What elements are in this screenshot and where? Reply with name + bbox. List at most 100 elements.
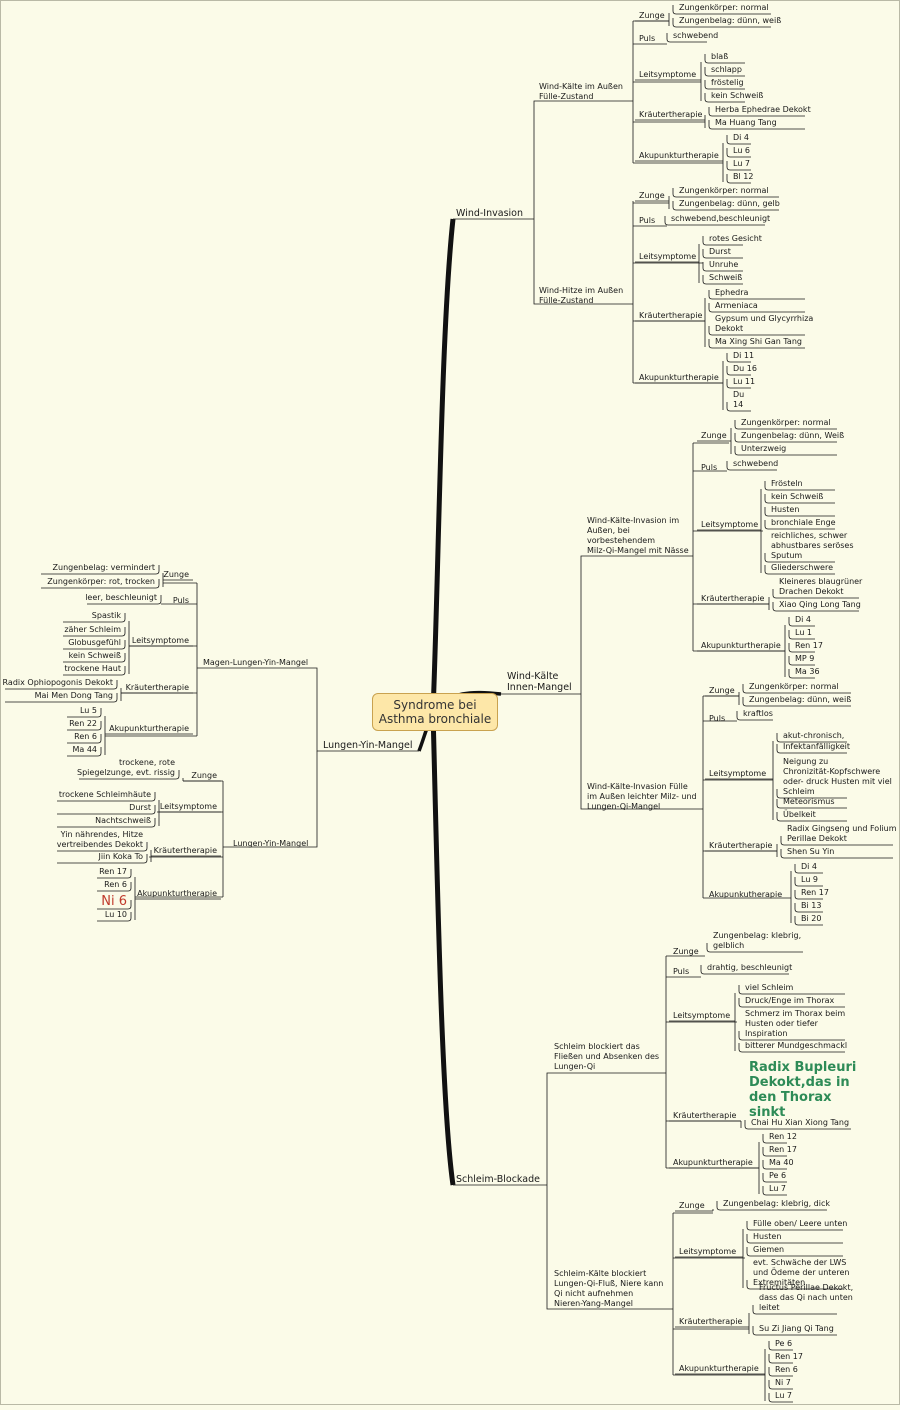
topic-schleim-kaelte-line-3[interactable]: Qi nicht aufnehmen: [554, 1289, 633, 1298]
leaf-item[interactable]: Ren 17: [99, 867, 127, 876]
leaf-item[interactable]: Zungenbelag: dünn, gelb: [679, 199, 780, 208]
leaf-item[interactable]: Ma Huang Tang: [715, 118, 777, 127]
leaf-item-line-1[interactable]: Fructus Perillae Dekokt,: [759, 1283, 853, 1292]
category-akup[interactable]: Akupunkturtherapie: [137, 889, 217, 898]
leaf-item-line-1[interactable]: Neigung zu: [783, 757, 828, 766]
leaf-item[interactable]: Ren 17: [769, 1145, 797, 1154]
leaf-item[interactable]: Ma 44: [72, 745, 97, 754]
category-leit[interactable]: Leitsymptome: [709, 769, 766, 778]
leaf-item-line-4[interactable]: Schleim: [783, 787, 815, 796]
branch-wind-invasion[interactable]: Wind-Invasion: [456, 208, 523, 219]
topic-wind-kaelte-fuelle-line-3[interactable]: Lungen-Qi-Mangel: [587, 802, 660, 811]
leaf-item[interactable]: trockene Schleimhäute: [59, 790, 151, 799]
category-zunge[interactable]: Zunge: [701, 431, 727, 440]
leaf-item[interactable]: zäher Schleim: [64, 625, 121, 634]
leaf-item[interactable]: drahtig, beschleunigt: [707, 963, 792, 972]
category-puls[interactable]: Puls: [173, 596, 189, 605]
leaf-item[interactable]: schwebend: [733, 459, 778, 468]
leaf-item[interactable]: Ren 6: [74, 732, 97, 741]
category-akup[interactable]: Akupunkturtherapie: [109, 724, 189, 733]
leaf-item[interactable]: Du 16: [733, 364, 757, 373]
leaf-item[interactable]: Husten: [753, 1232, 781, 1241]
leaf-item[interactable]: rotes Gesicht: [709, 234, 762, 243]
leaf-item-line-1[interactable]: Du: [733, 390, 744, 399]
leaf-item[interactable]: Meteorismus: [783, 797, 835, 806]
leaf-item-line-2[interactable]: Perillae Dekokt: [787, 834, 847, 843]
leaf-item[interactable]: Armeniaca: [715, 301, 758, 310]
leaf-item-line-2[interactable]: und Ödeme der unteren: [753, 1267, 849, 1277]
topic-wind-hitze-aussen-line-1[interactable]: Wind-Hitze im Außen: [539, 286, 623, 295]
leaf-item-line-2[interactable]: Husten oder tiefer: [745, 1019, 819, 1028]
leaf-item-line-3[interactable]: Extremitäten: [753, 1278, 805, 1287]
leaf-item[interactable]: Bi 20: [801, 914, 821, 923]
category-leit[interactable]: Leitsymptome: [639, 252, 696, 261]
leaf-item[interactable]: schwebend: [673, 31, 718, 40]
leaf-item[interactable]: Lu 7: [775, 1391, 792, 1400]
leaf-item[interactable]: MP 9: [795, 654, 814, 663]
leaf-item[interactable]: blaß: [711, 52, 728, 61]
leaf-item[interactable]: fröstelig: [711, 78, 744, 87]
leaf-item[interactable]: Druck/Enge im Thorax: [745, 996, 835, 1005]
category-leit[interactable]: Leitsymptome: [679, 1247, 736, 1256]
leaf-item[interactable]: Lu 6: [733, 146, 750, 155]
leaf-item[interactable]: Ni 7: [775, 1378, 791, 1387]
leaf-item[interactable]: akut-chronisch,: [783, 731, 844, 740]
category-zunge[interactable]: Zunge: [709, 686, 735, 695]
leaf-item[interactable]: Mai Men Dong Tang: [35, 691, 113, 700]
leaf-item-line-1[interactable]: Radix Gingseng und Folium: [787, 824, 897, 833]
leaf-item[interactable]: Ren 17: [801, 888, 829, 897]
category-akupunktur[interactable]: Akupunkutherapie: [709, 890, 782, 899]
topic-magen-lungen-yin[interactable]: Magen-Lungen-Yin-Mangel: [203, 658, 308, 667]
leaf-item-line-2[interactable]: Chronizität-Kopfschwere: [783, 767, 880, 776]
category-zunge[interactable]: Zunge: [679, 1201, 705, 1210]
leaf-item[interactable]: Gliederschwere: [771, 563, 833, 572]
topic-wind-kaelte-fuelle-line-2[interactable]: im Außen leichter Milz- und: [587, 792, 697, 801]
topic-schleim-kaelte-line-1[interactable]: Schleim-Kälte blockiert: [554, 1269, 646, 1278]
category-leit[interactable]: Leitsymptome: [132, 636, 189, 645]
leaf-item[interactable]: Di 11: [733, 351, 754, 360]
category-akup[interactable]: Akupunkturtherapie: [701, 641, 781, 650]
leaf-item[interactable]: Chai Hu Xian Xiong Tang: [751, 1118, 849, 1127]
leaf-item[interactable]: Lu 7: [769, 1184, 786, 1193]
leaf-item-line-1[interactable]: evt. Schwäche der LWS: [753, 1258, 846, 1267]
leaf-item[interactable]: Durst: [709, 247, 731, 256]
category-puls[interactable]: Puls: [709, 714, 725, 723]
leaf-item-line-2[interactable]: 14: [733, 400, 743, 409]
leaf-item[interactable]: Zungenkörper: rot, trocken: [47, 577, 155, 586]
leaf-item-line-2[interactable]: gelblich: [713, 941, 744, 950]
leaf-item-line-2[interactable]: Drachen Dekokt: [779, 587, 843, 596]
highlight-radix-bupleuri-line-1[interactable]: Radix Bupleuri: [749, 1060, 856, 1075]
leaf-item[interactable]: Zungenbelag: vermindert: [53, 563, 155, 572]
topic-wind-kaelte-aussen-line-1[interactable]: Wind-Kälte im Außen: [539, 82, 623, 91]
category-puls[interactable]: Puls: [639, 216, 655, 225]
leaf-item-line-3[interactable]: Sputum: [771, 551, 802, 560]
leaf-item[interactable]: Zungenbelag: dünn, weiß: [679, 16, 781, 25]
leaf-item-line-1[interactable]: Yin nährendes, Hitze: [60, 830, 143, 839]
leaf-item[interactable]: Lu 5: [80, 706, 97, 715]
topic-lungen-yin[interactable]: Lungen-Yin-Mangel: [233, 839, 308, 848]
highlight-radix-bupleuri-line-4[interactable]: sinkt: [749, 1105, 785, 1120]
leaf-item[interactable]: Zungenkörper: normal: [679, 3, 769, 12]
leaf-item[interactable]: Shen Su Yin: [787, 847, 834, 856]
topic-wind-kaelte-milz-line-3[interactable]: vorbestehendem: [587, 536, 655, 545]
topic-wind-kaelte-milz-line-4[interactable]: Milz-Qi-Mangel mit Nässe: [587, 546, 689, 555]
branch-wind-kaelte-innen-line-2[interactable]: Innen-Mangel: [507, 682, 572, 693]
leaf-item-line-1[interactable]: Gypsum und Glycyrrhiza: [715, 314, 813, 323]
leaf-item[interactable]: Pe 6: [769, 1171, 786, 1180]
root-topic[interactable]: Syndrome bei Asthma bronchiale: [372, 693, 498, 731]
leaf-item[interactable]: kein Schweiß: [711, 91, 763, 100]
leaf-item[interactable]: Jiin Koka To: [97, 852, 143, 861]
leaf-item[interactable]: Nachtschweiß: [95, 816, 151, 825]
leaf-item[interactable]: schlapp: [711, 65, 742, 74]
leaf-item[interactable]: Schweiß: [709, 273, 742, 282]
leaf-item[interactable]: viel Schleim: [745, 983, 794, 992]
leaf-item[interactable]: kein Schweiß: [69, 651, 121, 660]
leaf-item[interactable]: Husten: [771, 505, 799, 514]
category-zunge[interactable]: Zunge: [163, 570, 189, 579]
topic-schleim-fluss-line-1[interactable]: Schleim blockiert das: [554, 1042, 640, 1051]
leaf-item[interactable]: Lu 11: [733, 377, 755, 386]
leaf-item[interactable]: Lu 1: [795, 628, 812, 637]
leaf-item[interactable]: Übelkeit: [783, 809, 816, 819]
leaf-item[interactable]: Pe 6: [775, 1339, 792, 1348]
category-puls[interactable]: Puls: [639, 34, 655, 43]
